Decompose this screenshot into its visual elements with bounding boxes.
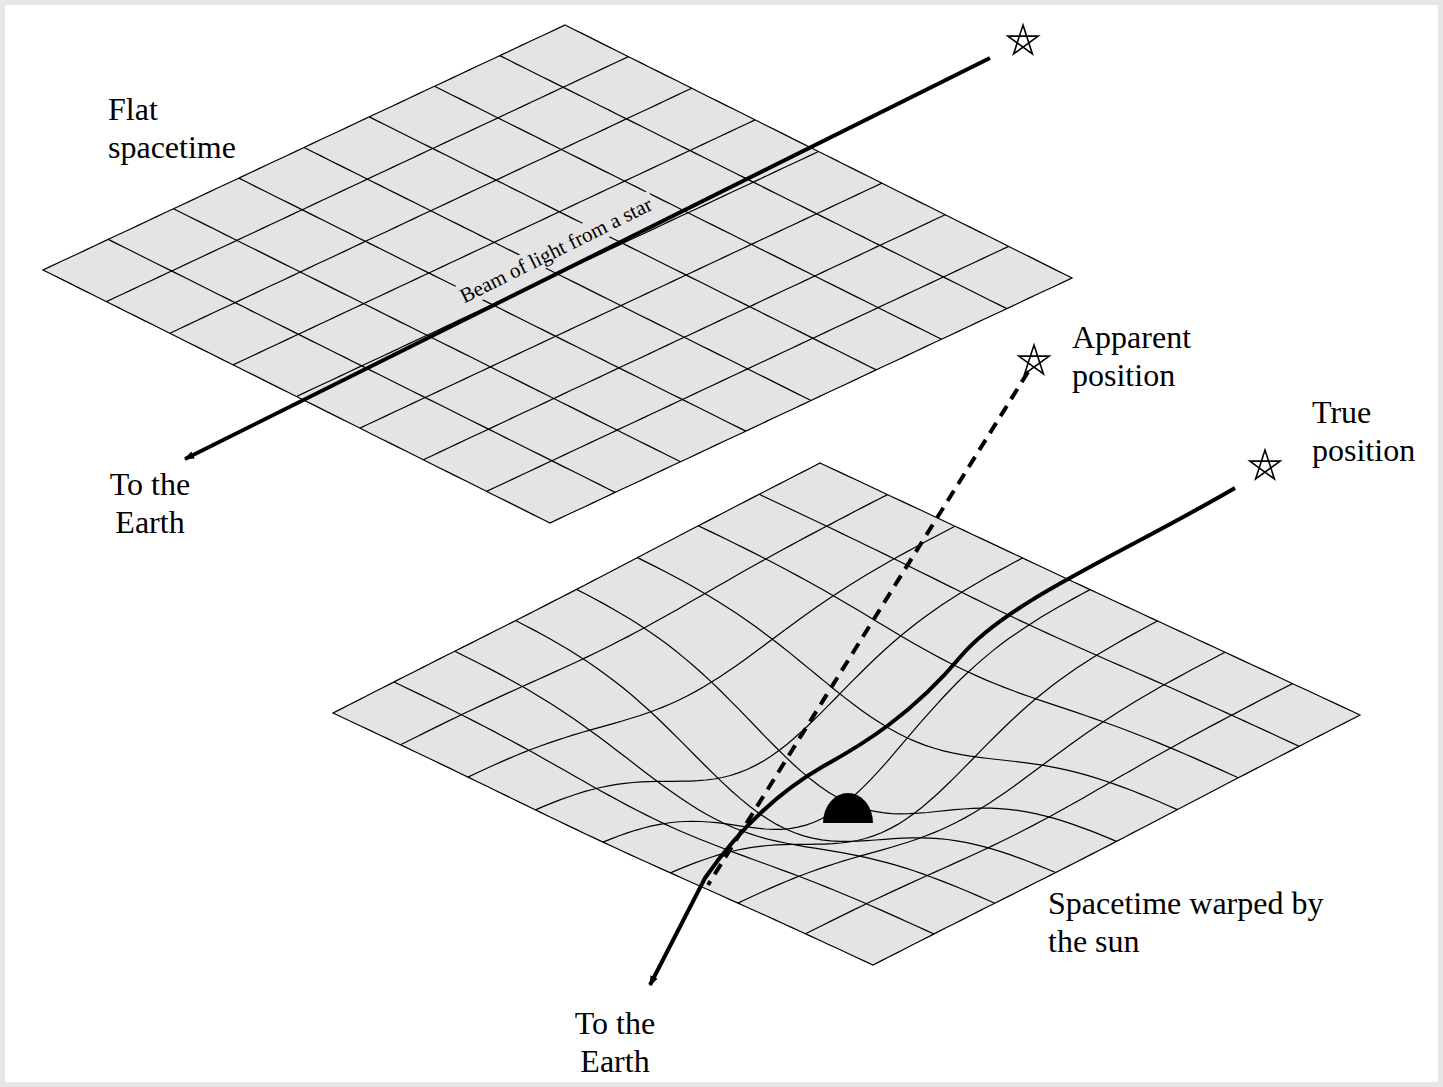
- direction-label: To the Earth: [80, 465, 220, 541]
- grid-line: [487, 246, 1009, 491]
- region-label: Spacetime warped by the sun: [1048, 884, 1348, 960]
- grid-line: [108, 239, 615, 492]
- position-label: Apparent position: [1072, 318, 1242, 394]
- flat-grid: [43, 25, 1072, 523]
- star: [1250, 450, 1280, 479]
- grid-line: [174, 209, 681, 462]
- direction-label: To the Earth: [545, 1004, 685, 1080]
- grid-line: [394, 682, 934, 934]
- grid-line: [671, 621, 1158, 873]
- sun: [823, 793, 873, 823]
- region-label: Flat spacetime: [108, 90, 278, 166]
- grid-line: [637, 558, 1177, 810]
- grid-line: [759, 494, 1299, 746]
- grid-line: [577, 589, 1117, 841]
- position-label: True position: [1312, 393, 1438, 469]
- light-beam: [185, 58, 990, 459]
- grid-line: [738, 652, 1225, 903]
- star: [1008, 25, 1038, 54]
- grid-line: [455, 651, 995, 903]
- apparent-path: [708, 372, 1028, 885]
- grid-line: [698, 526, 1238, 778]
- grid-line: [360, 183, 882, 428]
- grid-line: [423, 215, 945, 460]
- grid-line: [516, 621, 1056, 873]
- warped-grid: [333, 463, 1360, 965]
- grid-line: [401, 495, 888, 745]
- star: [1019, 345, 1049, 374]
